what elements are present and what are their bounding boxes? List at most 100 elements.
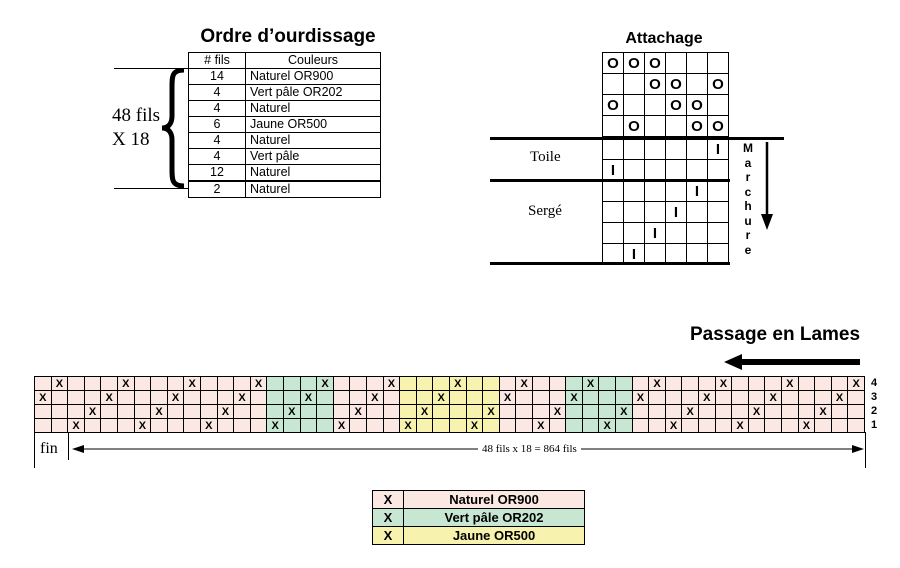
threading-cell bbox=[432, 404, 450, 419]
threading-cell bbox=[631, 404, 650, 419]
threading-cell bbox=[797, 376, 816, 391]
treadling-cell bbox=[623, 222, 645, 244]
threading-cell bbox=[67, 390, 85, 405]
threading-cell: X bbox=[349, 404, 367, 419]
threading-cell bbox=[565, 404, 583, 419]
threading-cell: X bbox=[797, 418, 816, 433]
threading-cell bbox=[117, 418, 135, 433]
treadling-cell bbox=[623, 159, 645, 181]
threading-cell: X bbox=[100, 390, 118, 405]
threading-cell: X bbox=[216, 404, 235, 419]
label-serge: Sergé bbox=[528, 203, 562, 219]
legend-label: Naturel OR900 bbox=[403, 490, 585, 509]
thread-color: Naturel bbox=[245, 180, 381, 198]
threading-cell: X bbox=[166, 390, 185, 405]
legend-mark: X bbox=[372, 490, 404, 509]
threading-cell: X bbox=[598, 418, 616, 433]
treadling-cell bbox=[644, 159, 666, 181]
threading-cell bbox=[498, 418, 517, 433]
treadling-letter: u bbox=[744, 213, 752, 228]
threading-cell: X bbox=[266, 418, 284, 433]
threading-cell bbox=[233, 418, 251, 433]
threading-cell bbox=[100, 376, 118, 391]
threading-cell bbox=[133, 376, 152, 391]
threading-cell bbox=[532, 390, 550, 405]
threading-cell: X bbox=[382, 376, 401, 391]
shaft-number: 1 bbox=[871, 419, 878, 431]
treadling-cell bbox=[623, 180, 645, 202]
threading-cell bbox=[714, 418, 733, 433]
treadling-cell: I bbox=[686, 180, 708, 202]
treadling-cell bbox=[665, 159, 687, 181]
threading-cell bbox=[631, 376, 650, 391]
treadling-cell: I bbox=[644, 222, 666, 244]
fin-label: fin bbox=[40, 440, 58, 457]
threading-cell: X bbox=[581, 376, 600, 391]
legend-mark: X bbox=[372, 526, 404, 545]
treadling-cell bbox=[665, 180, 687, 202]
threading-cell bbox=[747, 390, 766, 405]
thread-count: 12 bbox=[188, 164, 246, 182]
threading-cell: X bbox=[316, 376, 334, 391]
threading-cell bbox=[283, 376, 301, 391]
threading-cell bbox=[681, 418, 699, 433]
threading-cell bbox=[83, 390, 102, 405]
threading-cell bbox=[349, 390, 367, 405]
treadling-cell bbox=[707, 201, 729, 223]
threading-cell bbox=[764, 418, 782, 433]
threading-cell bbox=[249, 404, 268, 419]
thread-count: 6 bbox=[188, 116, 246, 133]
threading-cell bbox=[814, 418, 832, 433]
thread-color: Naturel OR900 bbox=[245, 68, 381, 85]
repeat-start-line bbox=[114, 68, 188, 69]
threading-cell bbox=[830, 376, 849, 391]
threading-title: Passage en Lames bbox=[690, 324, 861, 345]
threading-cell bbox=[598, 404, 616, 419]
threading-cell bbox=[233, 376, 251, 391]
threading-cell: X bbox=[150, 404, 168, 419]
threading-cell bbox=[382, 418, 401, 433]
threading-cell bbox=[731, 404, 749, 419]
tieup-cell: O bbox=[686, 115, 708, 137]
threading-cell bbox=[415, 418, 434, 433]
threading-cell bbox=[349, 376, 367, 391]
legend-mark: X bbox=[372, 508, 404, 527]
threading-cell bbox=[581, 390, 600, 405]
threading-cell bbox=[814, 376, 832, 391]
threading-cell bbox=[664, 376, 683, 391]
threading-cell bbox=[565, 418, 583, 433]
threading-cell bbox=[781, 404, 799, 419]
threading-cell bbox=[548, 390, 567, 405]
thread-count: 2 bbox=[188, 180, 246, 198]
threading-cell bbox=[432, 376, 450, 391]
threading-cell bbox=[847, 404, 865, 419]
treadling-letter: M bbox=[743, 141, 753, 155]
threading-cell: X bbox=[764, 390, 782, 405]
treadling-cell bbox=[707, 222, 729, 244]
tieup-cell bbox=[623, 94, 645, 116]
thread-count: 4 bbox=[188, 148, 246, 165]
repeat-end-line bbox=[114, 188, 188, 189]
threading-cell bbox=[50, 390, 69, 405]
threading-cell bbox=[266, 390, 284, 405]
threading-cell bbox=[150, 390, 168, 405]
threading-cell: X bbox=[233, 390, 251, 405]
shaft-number: 4 bbox=[871, 377, 878, 389]
tieup-title: Attachage bbox=[625, 30, 703, 47]
thread-color: Jaune OR500 bbox=[245, 116, 381, 133]
threading-cell bbox=[34, 376, 52, 391]
threading-cell bbox=[648, 404, 666, 419]
threading-cell: X bbox=[548, 404, 567, 419]
threading-cell: X bbox=[249, 376, 268, 391]
threading-cell bbox=[830, 418, 849, 433]
threading-cell: X bbox=[200, 418, 218, 433]
treadling-cell bbox=[644, 180, 666, 202]
threading-cell bbox=[449, 390, 467, 405]
threading-cell bbox=[664, 390, 683, 405]
extent-left-line bbox=[34, 432, 35, 468]
tieup-cell: O bbox=[623, 52, 645, 74]
